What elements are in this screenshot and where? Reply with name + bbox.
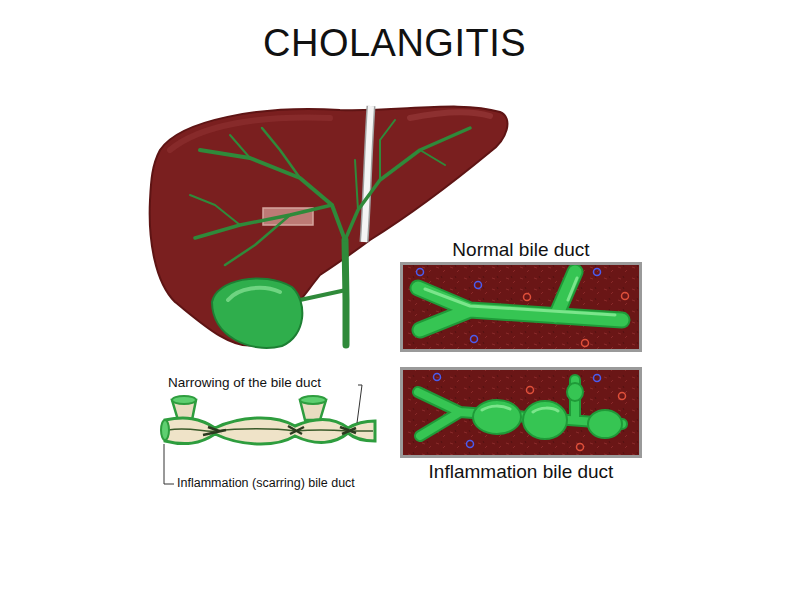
callout-label: Narrowing of the bile duct — [168, 375, 321, 391]
normal-duct-panel — [401, 263, 641, 351]
inflamed-duct-panel — [401, 368, 641, 457]
title: CHOLANGITIS — [263, 22, 526, 65]
panel-box: Inflammation bile duct — [400, 367, 642, 458]
panel-heading: Inflammation bile duct — [429, 461, 614, 483]
callout-label: Inflammation (scarring) bile duct — [177, 476, 355, 490]
panel-box: Normal bile duct — [400, 262, 642, 352]
duct-cross-section — [161, 385, 375, 484]
panel-heading: Normal bile duct — [452, 239, 589, 261]
